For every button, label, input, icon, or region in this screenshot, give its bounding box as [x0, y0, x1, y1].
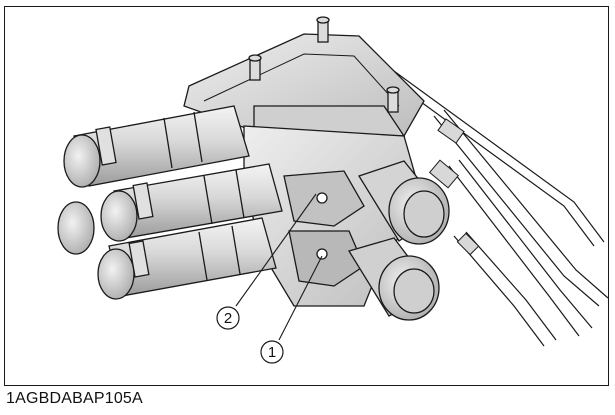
callout-leaders	[235, 193, 323, 341]
valve-assembly-drawing: 2 1	[57, 16, 609, 364]
callout-1: 1	[260, 340, 284, 364]
solenoid-middle	[100, 163, 283, 242]
callout-2: 2	[216, 306, 240, 330]
solenoid-bottom	[97, 217, 277, 300]
solenoid-lower-left	[57, 201, 95, 255]
callout-1-label: 1	[268, 344, 276, 361]
right-end-caps	[347, 160, 450, 321]
solenoid-top	[63, 105, 250, 188]
figure-code-caption: 1AGBDABAP105A	[6, 390, 143, 407]
solenoid-cylinders	[57, 105, 283, 300]
callout-2-label: 2	[224, 310, 232, 327]
